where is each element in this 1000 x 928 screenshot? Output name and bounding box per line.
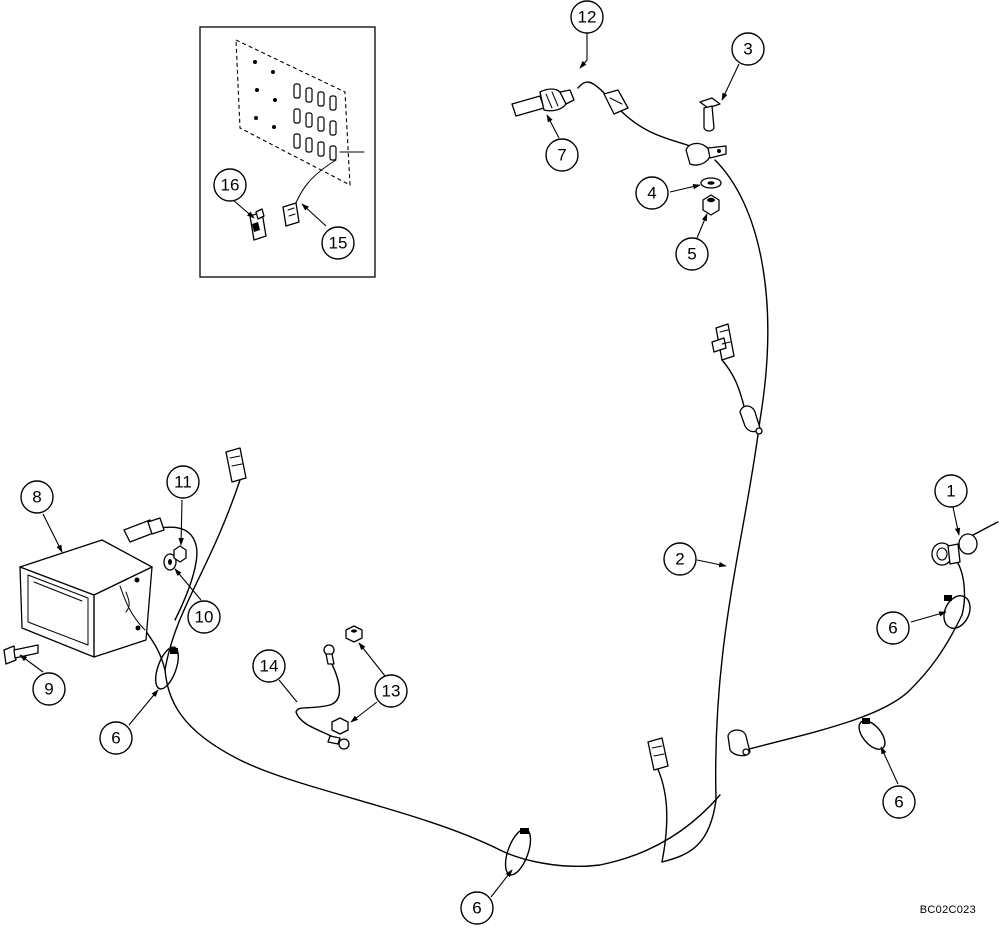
callout-leaders <box>19 33 961 898</box>
inset-switch-panel <box>199 26 376 278</box>
callout-13-label: 13 <box>382 682 401 701</box>
callout-2-label: 2 <box>675 550 684 569</box>
temperature-sender <box>511 88 575 117</box>
callout-5-label: 5 <box>687 245 696 264</box>
callout-5: 5 <box>675 237 709 271</box>
lamp-housing <box>19 539 153 658</box>
callout-6-left-label: 6 <box>111 729 120 748</box>
switch-connector-wire <box>291 159 337 214</box>
callout-1: 1 <box>934 474 968 508</box>
callout-16: 16 <box>213 168 247 202</box>
lamp-connector <box>123 517 165 543</box>
callout-6-right: 6 <box>876 611 910 645</box>
lamp-nut <box>173 545 187 563</box>
p-clip-middle <box>739 405 763 435</box>
grommet <box>931 533 978 566</box>
callout-7: 7 <box>545 138 579 172</box>
rocker-switch <box>249 208 267 241</box>
harness-connector-left <box>225 447 247 483</box>
callout-12: 12 <box>570 0 604 34</box>
callout-6-lower-right-label: 6 <box>894 793 903 812</box>
callout-3-label: 3 <box>743 40 752 59</box>
callout-4: 4 <box>635 176 669 210</box>
housing-bolt <box>3 644 39 665</box>
callout-11-label: 11 <box>174 473 192 492</box>
cable-tie-right <box>943 595 971 629</box>
callout-15-label: 15 <box>329 234 348 253</box>
p-clip-top <box>685 142 727 166</box>
callout-6-bottom: 6 <box>460 891 494 925</box>
cable-tie-left <box>154 646 180 690</box>
ground-nut-upper <box>345 625 363 643</box>
harness-connector-upper <box>711 323 735 361</box>
callout-1-label: 1 <box>946 482 955 501</box>
ground-wire <box>295 644 350 750</box>
callout-2: 2 <box>663 542 697 576</box>
callout-7-label: 7 <box>557 146 566 165</box>
ground-nut-lower <box>331 717 349 735</box>
callout-14: 14 <box>252 649 286 683</box>
p-clip-bottom <box>727 729 751 757</box>
harness-connector-lower <box>647 737 669 771</box>
callout-13: 13 <box>374 674 408 708</box>
callout-9: 9 <box>32 672 66 706</box>
nut <box>702 194 720 216</box>
sender-connector <box>603 89 629 115</box>
switch-connector <box>282 202 300 227</box>
bolt <box>699 97 721 132</box>
callout-3: 3 <box>731 32 765 66</box>
callout-8-label: 8 <box>32 488 41 507</box>
callout-16-label: 16 <box>221 176 240 195</box>
callout-6-right-label: 6 <box>888 619 897 638</box>
cable-tie-lower-right <box>858 718 886 750</box>
callout-10-label: 10 <box>195 608 214 627</box>
callout-15: 15 <box>321 226 355 260</box>
panel-mounting-holes <box>253 60 277 129</box>
callout-6-left: 6 <box>99 721 133 755</box>
callout-6-lower-right: 6 <box>882 785 916 819</box>
washer <box>700 177 722 189</box>
callout-6-bottom-label: 6 <box>472 899 481 918</box>
harness-wires <box>144 81 999 868</box>
callout-12-label: 12 <box>578 8 597 27</box>
callout-11: 11 <box>166 465 200 499</box>
callout-14-label: 14 <box>260 657 279 676</box>
drawing-code: BC02C023 <box>919 904 976 916</box>
callout-10: 10 <box>187 600 221 634</box>
callout-9-label: 9 <box>44 680 53 699</box>
callout-4-label: 4 <box>647 184 656 203</box>
panel-switch-openings <box>293 83 337 161</box>
lamp-washer <box>163 553 177 571</box>
callout-8: 8 <box>20 480 54 514</box>
